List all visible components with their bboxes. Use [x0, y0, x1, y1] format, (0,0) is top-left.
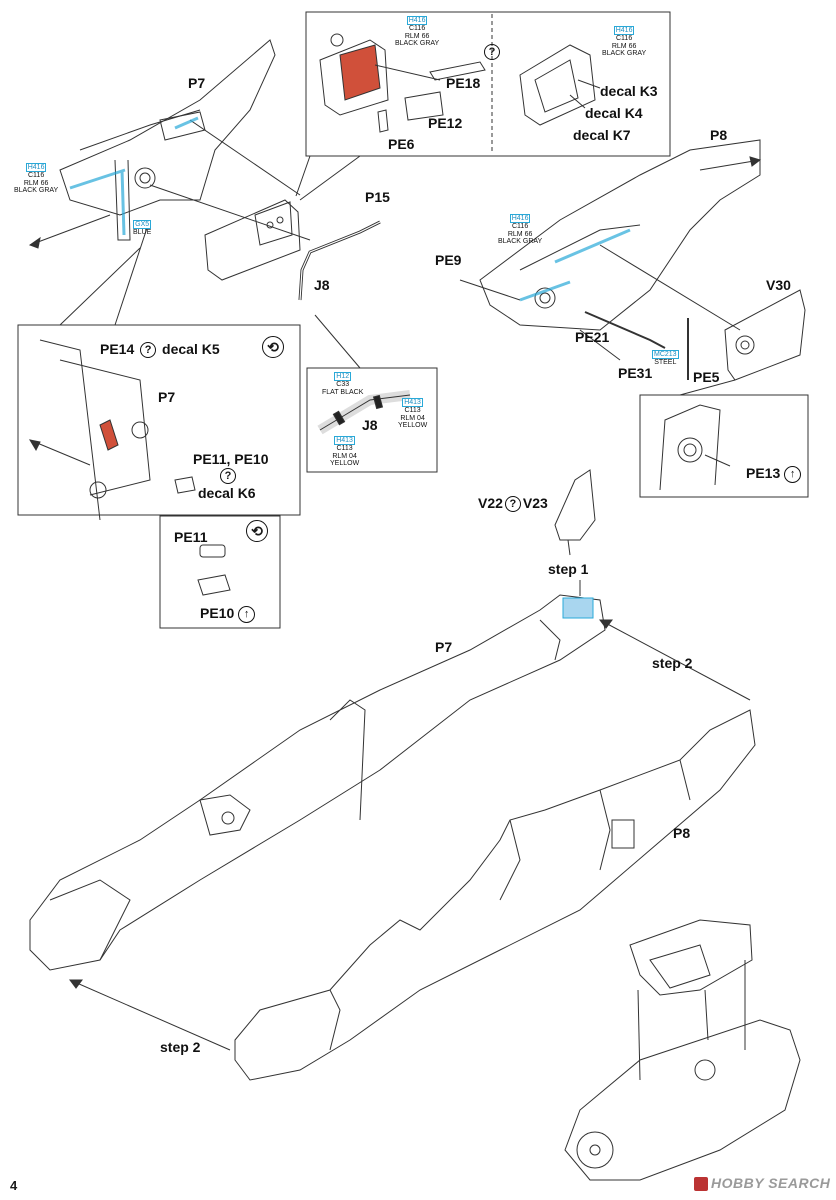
page-number: 4: [10, 1178, 18, 1193]
v30-label: V30: [766, 277, 791, 293]
left-inset-frame: [17, 324, 301, 516]
decal-k3-label: decal K3: [600, 83, 658, 99]
question-icon-v22: ?: [504, 496, 521, 513]
p7-main-label: P7: [435, 639, 453, 655]
pe13-label: PE13 ↑: [746, 466, 802, 483]
pe11-pe10-label: PE11, PE10: [193, 451, 269, 467]
watermark: HOBBY SEARCH: [694, 1175, 830, 1192]
question-icon-k6: ?: [220, 468, 236, 484]
final-assembly-drawing: [564, 919, 801, 1181]
step2-left-label: step 2: [160, 1039, 201, 1055]
decal-k4-label: decal K4: [585, 105, 643, 121]
question-icon-top: ?: [484, 44, 500, 60]
p7-top-label: P7: [188, 75, 206, 91]
pe31-label: PE31: [618, 365, 653, 381]
p8-top-label: P8: [710, 127, 728, 143]
watermark-logo-icon: [694, 1177, 708, 1192]
step2-right-label: step 2: [652, 655, 693, 671]
p8-fuselage-drawing: [234, 709, 756, 1081]
j8-label: J8: [314, 277, 330, 293]
rotate-icon-sub-inset: ⟲: [246, 520, 268, 542]
step1-label: step 1: [548, 561, 589, 577]
up-arrow-icon-pe10: ↑: [238, 606, 256, 623]
callout-steel: MC213 STEEL: [652, 350, 679, 367]
pe10-label: PE10 ↑: [200, 606, 256, 623]
v22-v23-drawing: [554, 469, 596, 541]
callout-p7-blue: GX5 BLUE: [133, 220, 152, 237]
p7-sidewall-drawing: [28, 39, 311, 249]
decal-k7-label: decal K7: [573, 127, 631, 143]
p8-main-label: P8: [673, 825, 691, 841]
step1-fill: [562, 597, 594, 619]
j8-detail-label: J8: [362, 417, 378, 433]
p7-fuselage-drawing: [29, 594, 606, 971]
pe12-label: PE12: [428, 115, 463, 131]
p8-sidewall-drawing: [459, 139, 762, 361]
top-inset-frame: [305, 11, 671, 157]
v22-v23-label: V22?V23: [478, 495, 548, 513]
rotate-icon-left-inset: ⟲: [262, 336, 284, 358]
p7-detail-label: P7: [158, 389, 176, 405]
pe21-label: PE21: [575, 329, 610, 345]
pe9-label: PE9: [435, 252, 462, 268]
j8-inset-frame: [306, 367, 438, 473]
p15-label: P15: [365, 189, 390, 205]
pe18-label: PE18: [446, 75, 481, 91]
decal-k6-label: decal K6: [198, 485, 256, 501]
pe6-label: PE6: [388, 136, 415, 152]
pe13-inset-frame: [639, 394, 809, 498]
question-icon-pe14: ?: [140, 342, 157, 359]
pe14-label: PE14 ? decal K5: [100, 341, 220, 359]
pe11-label: PE11: [174, 529, 208, 545]
pe5-label: PE5: [693, 369, 720, 385]
up-arrow-icon-pe13: ↑: [784, 466, 802, 483]
p15-panel-drawing: [204, 199, 301, 281]
